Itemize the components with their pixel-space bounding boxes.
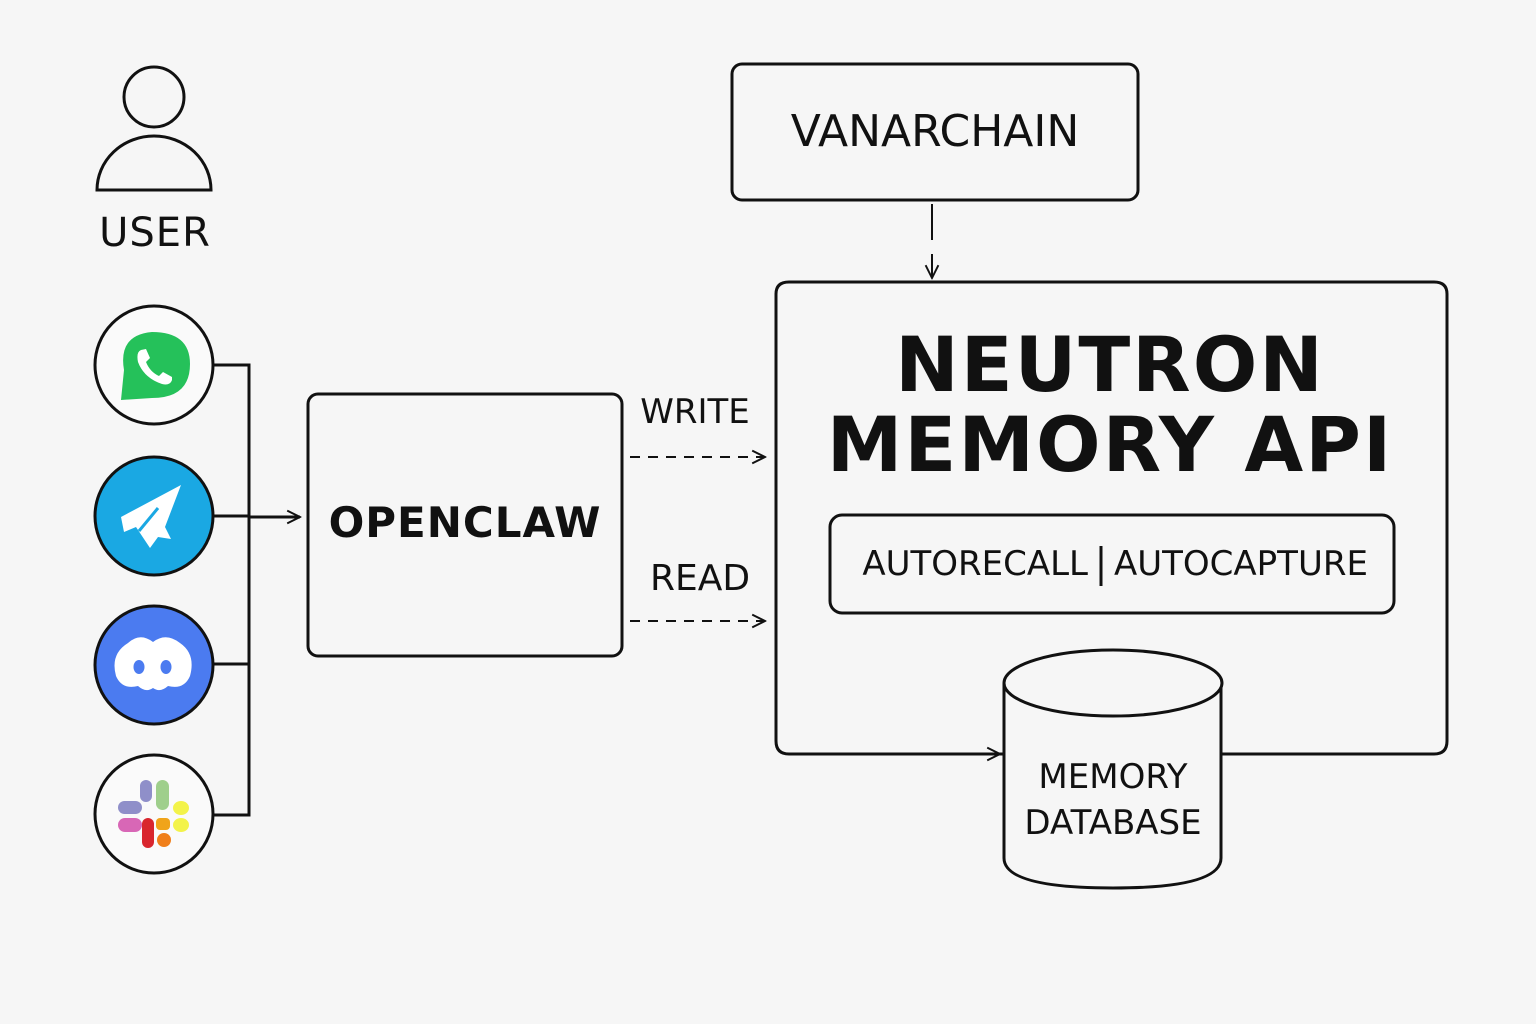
neutron-title-line1: NEUTRON bbox=[895, 320, 1325, 409]
channel-connectors bbox=[213, 363, 300, 817]
telegram-icon[interactable] bbox=[93, 455, 215, 577]
write-label: WRITE bbox=[640, 392, 750, 432]
neutron-box[interactable] bbox=[774, 280, 1449, 756]
feature-autocapture: AUTOCAPTURE bbox=[1114, 544, 1368, 584]
read-label: READ bbox=[649, 558, 751, 599]
neutron-title: NEUTRON MEMORY API bbox=[780, 325, 1440, 485]
openclaw-label: OPENCLAW bbox=[328, 498, 602, 547]
user-label: USER bbox=[99, 210, 211, 256]
discord-icon[interactable] bbox=[93, 604, 215, 726]
feature-autorecall: AUTORECALL bbox=[862, 544, 1088, 584]
database-label-line1: MEMORY bbox=[1038, 757, 1188, 797]
vanarchain-label: VANARCHAIN bbox=[790, 106, 1080, 157]
database-cylinder[interactable] bbox=[1002, 648, 1224, 890]
database-label: MEMORY DATABASE bbox=[1005, 754, 1221, 846]
features-box[interactable] bbox=[828, 513, 1396, 615]
vanarchain-box[interactable] bbox=[730, 62, 1140, 202]
whatsapp-icon[interactable] bbox=[93, 304, 215, 426]
user-icon bbox=[95, 65, 213, 192]
database-label-line2: DATABASE bbox=[1024, 803, 1202, 843]
slack-icon[interactable] bbox=[93, 753, 215, 875]
openclaw-box[interactable] bbox=[306, 392, 624, 658]
neutron-title-line2: MEMORY API bbox=[826, 400, 1394, 489]
